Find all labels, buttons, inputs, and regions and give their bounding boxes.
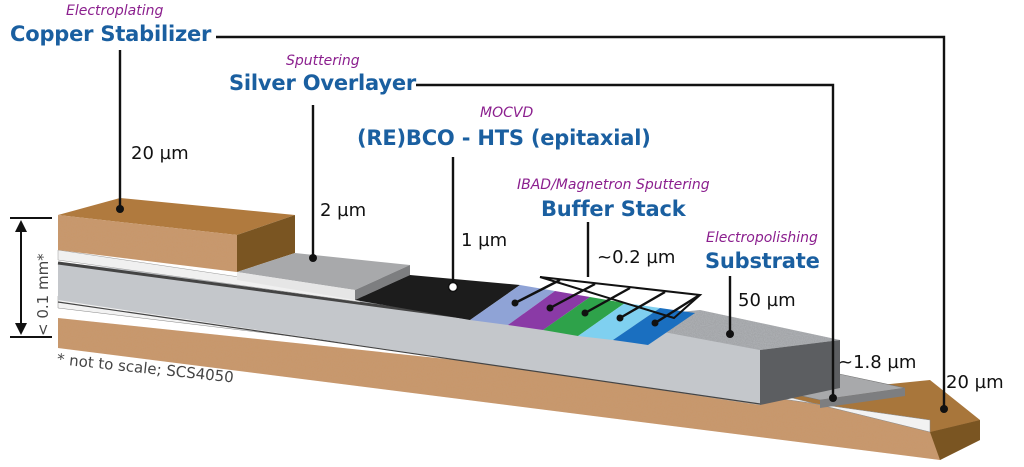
buffer-name-label: Buffer Stack (541, 197, 686, 221)
rebco-layer (355, 275, 520, 320)
substrate-thickness: 50 µm (738, 290, 796, 311)
buffer-layer-4 (578, 303, 660, 340)
rebco-thickness: 1 µm (461, 230, 508, 251)
buffer-layer-3 (543, 297, 625, 336)
substrate-name-label: Substrate (705, 249, 820, 273)
buffer-process-label: IBAD/Magnetron Sputtering (517, 177, 710, 193)
silver-overlayer-layer (237, 253, 410, 300)
copper-leader (216, 35, 946, 408)
silver-name-label: Silver Overlayer (229, 71, 417, 95)
silver-process-label: Sputtering (286, 53, 360, 69)
overall-thickness-indicator (10, 217, 52, 338)
copper-process-label: Electroplating (66, 3, 164, 19)
rebco-name-label: (RE)BCO - HTS (epitaxial) (357, 126, 651, 150)
leader-lines (118, 35, 946, 408)
buffer-thickness: ~0.2 µm (597, 247, 676, 268)
bottom-interface-line (57, 301, 761, 405)
rebco-process-label: MOCVD (480, 105, 534, 121)
silver-leader (416, 83, 835, 397)
copper-name-label: Copper Stabilizer (10, 22, 212, 46)
buffer-bracket (539, 276, 703, 320)
copper-top-thickness: 20 µm (131, 143, 189, 164)
silver-bottom-thickness: ~1.8 µm (838, 352, 917, 373)
top-interface-line (57, 261, 471, 320)
copper-bottom-thickness: 20 µm (946, 372, 1004, 393)
silver-top-thickness: 2 µm (320, 200, 367, 221)
leader-dots (116, 205, 948, 413)
substrate-process-label: Electropolishing (706, 230, 818, 246)
overall-thickness-label: < 0.1 mm* (34, 253, 52, 336)
